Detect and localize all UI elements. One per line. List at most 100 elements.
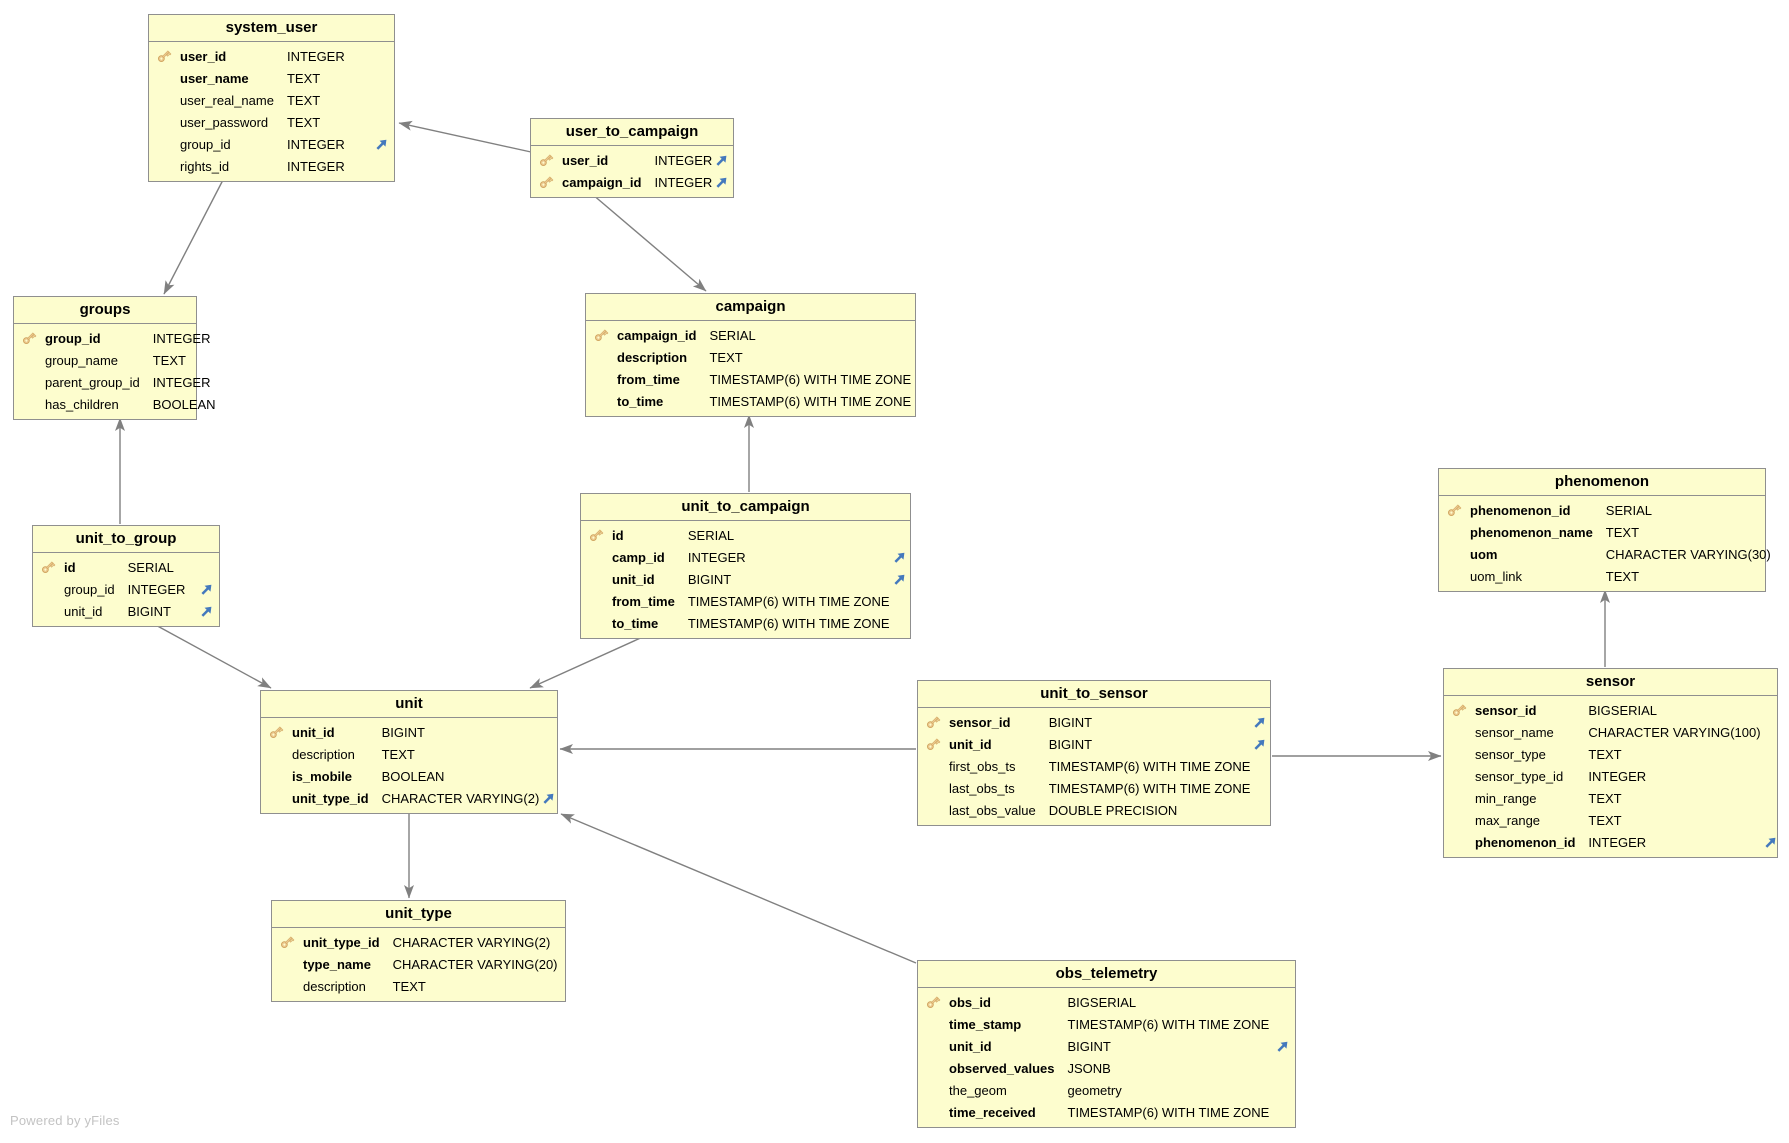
field-name: type_name — [303, 956, 371, 972]
field-name: time_received — [949, 1104, 1036, 1120]
table-title: unit_to_group — [33, 526, 219, 553]
foreign-key-cell — [890, 546, 912, 568]
key-cell-empty — [1444, 787, 1475, 809]
field-type: SERIAL — [687, 527, 735, 543]
field-name: group_id — [64, 581, 115, 597]
field-type: TIMESTAMP(6) WITH TIME ZONE — [709, 371, 912, 387]
field-type: TEXT — [286, 70, 321, 86]
field-type: INTEGER — [286, 158, 345, 174]
field-type: SERIAL — [1605, 502, 1653, 518]
field-name: sensor_type — [1475, 746, 1546, 762]
field-name: uom_link — [1470, 568, 1523, 584]
field-name: is_mobile — [292, 768, 352, 784]
foreign-key-cell — [197, 600, 219, 622]
foreign-key-icon — [1277, 1041, 1288, 1052]
fk-cell-empty — [372, 155, 394, 177]
key-cell-empty — [918, 1013, 949, 1035]
foreign-key-cell — [890, 568, 912, 590]
key-cell-empty — [581, 590, 612, 612]
table-title: unit_type — [272, 901, 565, 928]
field-type: BIGINT — [1067, 1038, 1111, 1054]
yfiles-watermark: Powered by yFiles — [10, 1113, 120, 1128]
foreign-key-cell — [1250, 711, 1272, 733]
field-type: TEXT — [1605, 568, 1640, 584]
field-name: phenomenon_id — [1470, 502, 1571, 518]
foreign-key-icon — [716, 155, 727, 166]
field-name: has_children — [45, 396, 119, 412]
foreign-key-cell — [1250, 733, 1272, 755]
primary-key-icon — [23, 332, 37, 344]
foreign-key-cell — [197, 578, 219, 600]
key-cell-empty — [272, 975, 303, 997]
key-cell-empty — [918, 1101, 949, 1123]
foreign-key-cell — [539, 787, 561, 809]
key-cell-empty — [33, 600, 64, 622]
field-name: obs_id — [949, 994, 991, 1010]
fk-cell-empty — [1273, 1013, 1295, 1035]
field-name: parent_group_id — [45, 374, 140, 390]
key-cell-empty — [1439, 543, 1470, 565]
fk-cell-empty — [558, 931, 580, 953]
field-name: sensor_type_id — [1475, 768, 1564, 784]
field-type: TIMESTAMP(6) WITH TIME ZONE — [709, 393, 912, 409]
field-name: user_name — [180, 70, 249, 86]
edge-unit_to_group-to-unit — [151, 622, 272, 689]
fk-cell-empty — [890, 524, 912, 546]
field-name: group_name — [45, 352, 118, 368]
fk-cell-empty — [1761, 809, 1783, 831]
field-name: unit_id — [949, 736, 992, 752]
fk-cell-empty — [911, 324, 933, 346]
foreign-key-icon — [1254, 717, 1265, 728]
fk-cell-empty — [1761, 699, 1783, 721]
foreign-key-icon — [201, 584, 212, 595]
key-cell-empty — [581, 546, 612, 568]
foreign-key-icon — [201, 606, 212, 617]
field-type: TEXT — [381, 746, 415, 762]
field-type: TEXT — [1588, 746, 1622, 762]
primary-key-icon — [1448, 504, 1462, 516]
primary-key-cell — [14, 327, 45, 349]
primary-key-cell — [918, 711, 949, 733]
field-name: user_id — [562, 152, 609, 168]
field-type: BOOLEAN — [152, 396, 216, 412]
table-title: sensor — [1444, 669, 1777, 696]
fk-cell-empty — [1273, 991, 1295, 1013]
primary-key-cell — [261, 721, 292, 743]
field-name: last_obs_value — [949, 802, 1036, 818]
field-name: id — [612, 527, 624, 543]
key-cell-empty — [918, 1035, 949, 1057]
fk-cell-empty — [911, 346, 933, 368]
field-type: TIMESTAMP(6) WITH TIME ZONE — [1048, 758, 1251, 774]
primary-key-icon — [1453, 704, 1467, 716]
field-type: TEXT — [152, 352, 186, 368]
fk-cell-empty — [372, 111, 394, 133]
fk-cell-empty — [1771, 521, 1789, 543]
key-cell-empty — [918, 799, 949, 821]
foreign-key-cell — [712, 149, 734, 171]
primary-key-cell — [586, 324, 617, 346]
